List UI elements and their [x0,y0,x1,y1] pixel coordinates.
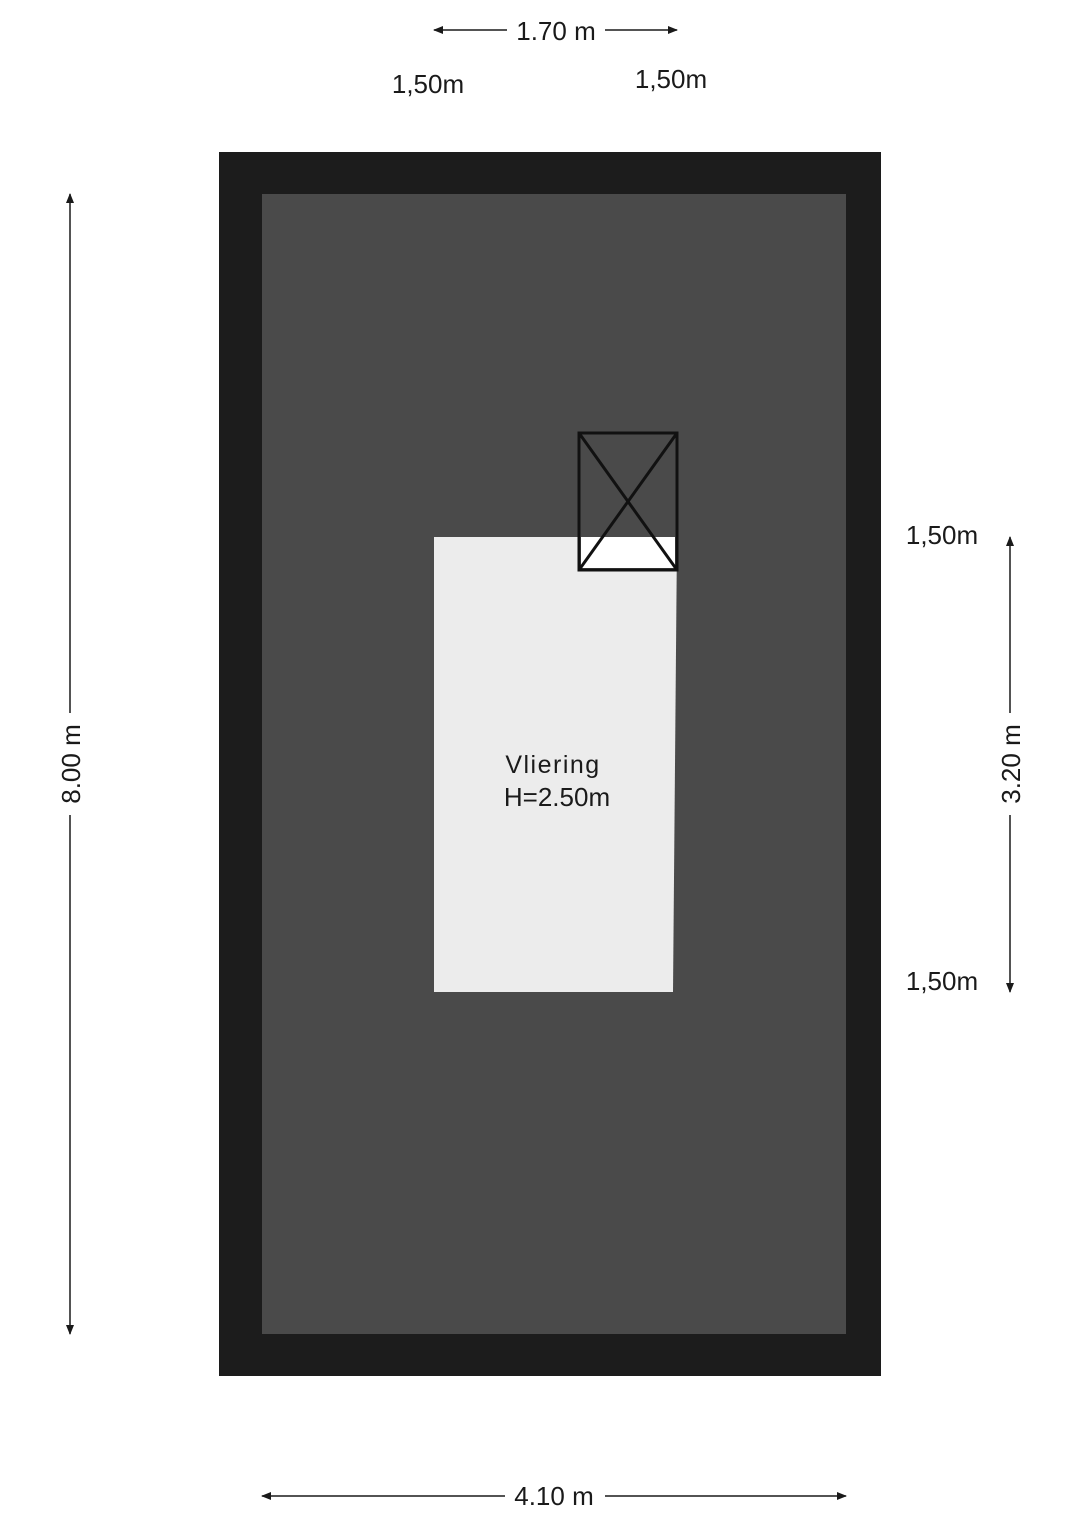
right-span-label: 3.20 m [996,724,1026,804]
length-total-label: 8.00 m [56,724,86,804]
right-bottom-offset-label: 1,50m [906,966,978,996]
roof-hatch [577,431,679,572]
room-height: H=2.50m [504,782,610,812]
top-span-label: 1.70 m [516,16,596,46]
top-left-offset-label: 1,50m [392,69,464,99]
right-top-offset-label: 1,50m [906,520,978,550]
top-right-offset-label: 1,50m [635,64,707,94]
width-total-label: 4.10 m [514,1481,594,1511]
usable-floor-area [434,537,677,992]
room-name: Vliering [505,751,600,779]
